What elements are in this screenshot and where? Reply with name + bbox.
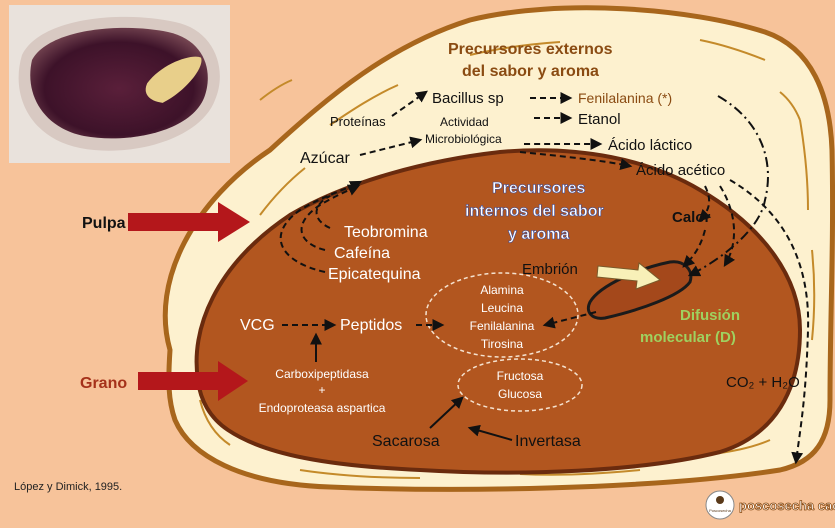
peptidos-label: Peptidos	[340, 317, 402, 334]
difusion-label-2: molecular (D)	[640, 329, 736, 346]
sugar-1: Fructosa	[497, 369, 544, 383]
fenilalanina-ext-label: Fenilalanina (*)	[578, 90, 672, 106]
int-title-1: Precursores	[492, 180, 585, 197]
etanol-label: Etanol	[578, 111, 621, 128]
calor-label: Calor	[672, 209, 711, 226]
enzyme-label-1: Carboxipeptidasa	[275, 367, 369, 381]
azucar-label: Azúcar	[300, 150, 350, 167]
proteinas-label: Proteínas	[330, 114, 386, 129]
co2-label: CO₂ + H₂O	[726, 374, 800, 391]
acido-acetico-label: Ácido acético	[636, 162, 725, 179]
teobromina-label: Teobromina	[344, 224, 428, 241]
cacao-photo	[9, 5, 230, 163]
embrion-label: Embrión	[522, 261, 578, 278]
enzyme-label-2: Endoproteasa aspartica	[259, 401, 386, 415]
acido-lactico-label: Ácido láctico	[608, 137, 692, 154]
logo-emblem	[706, 491, 734, 519]
int-title-3: y aroma	[508, 226, 569, 243]
sacarosa-label: Sacarosa	[372, 433, 440, 450]
ext-title-2: del sabor y aroma	[462, 63, 599, 80]
grano-label: Grano	[80, 375, 127, 392]
bacillus-label: Bacillus sp	[432, 90, 504, 107]
citation-label: López y Dimick, 1995.	[14, 481, 122, 493]
vcg-label: VCG	[240, 317, 275, 334]
int-title-2: internos del sabor	[465, 203, 604, 220]
amino-4: Tirosina	[481, 337, 524, 351]
epicatequina-label: Epicatequina	[328, 266, 421, 283]
amino-2: Leucina	[481, 301, 523, 315]
sugar-2: Glucosa	[498, 387, 542, 401]
logo-text: Poscosecha	[709, 508, 732, 513]
cafeina-label: Cafeína	[334, 245, 390, 262]
amino-3: Fenilalanina	[470, 319, 535, 333]
invertasa-label: Invertasa	[515, 433, 581, 450]
difusion-label-1: Difusión	[680, 307, 740, 324]
pulpa-label: Pulpa	[82, 215, 126, 232]
enzyme-plus: +	[318, 383, 325, 397]
actividad-label-1: Actividad	[440, 115, 489, 129]
ext-title-1: Precursores externos	[448, 41, 613, 58]
amino-1: Alamina	[480, 283, 524, 297]
actividad-label-2: Microbiológica	[425, 132, 502, 146]
brand-label: poscosecha caca	[739, 498, 835, 513]
